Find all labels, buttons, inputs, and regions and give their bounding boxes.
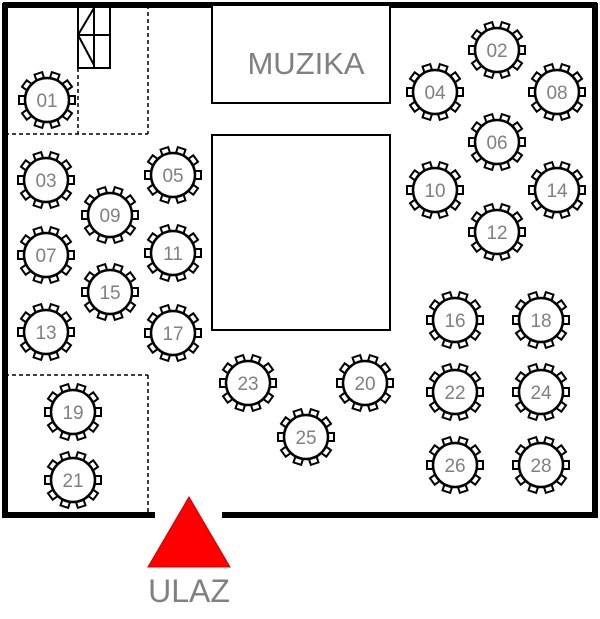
table-circle xyxy=(22,231,70,279)
entrance-arrow-icon xyxy=(147,496,231,568)
table-08[interactable]: 08 xyxy=(528,62,586,122)
table-number: 21 xyxy=(62,471,83,492)
table-28[interactable]: 28 xyxy=(512,435,570,495)
table-number: 23 xyxy=(237,374,258,395)
table-circle xyxy=(533,166,581,214)
table-circle xyxy=(431,296,479,344)
table-12[interactable]: 12 xyxy=(468,202,526,262)
table-circle xyxy=(49,388,97,436)
table-26[interactable]: 26 xyxy=(426,435,484,495)
table-circle xyxy=(282,413,330,461)
table-number: 01 xyxy=(36,91,57,112)
table-circle xyxy=(517,296,565,344)
table-number: 12 xyxy=(486,223,507,244)
table-circle xyxy=(149,151,197,199)
table-21[interactable]: 21 xyxy=(44,450,102,510)
table-circle xyxy=(517,441,565,489)
table-number: 19 xyxy=(62,403,83,424)
table-14[interactable]: 14 xyxy=(528,160,586,220)
table-number: 04 xyxy=(424,83,446,104)
table-circle xyxy=(22,308,70,356)
table-number: 20 xyxy=(354,374,375,395)
table-circle xyxy=(431,441,479,489)
table-number: 26 xyxy=(444,456,465,477)
table-circle xyxy=(149,229,197,277)
table-17[interactable]: 17 xyxy=(144,303,202,363)
table-07[interactable]: 07 xyxy=(17,225,75,285)
table-number: 08 xyxy=(546,83,567,104)
table-circle xyxy=(86,268,134,316)
table-number: 10 xyxy=(424,181,445,202)
table-24[interactable]: 24 xyxy=(512,362,570,422)
table-16[interactable]: 16 xyxy=(426,290,484,350)
table-number: 09 xyxy=(99,206,120,227)
table-circle xyxy=(411,166,459,214)
table-06[interactable]: 06 xyxy=(468,112,526,172)
table-04[interactable]: 04 xyxy=(406,62,464,122)
table-number: 02 xyxy=(486,41,507,62)
table-22[interactable]: 22 xyxy=(426,362,484,422)
zone-dividers xyxy=(5,5,149,515)
table-circle xyxy=(23,76,71,124)
dance-floor xyxy=(211,134,391,331)
table-01[interactable]: 01 xyxy=(18,70,76,130)
table-number: 11 xyxy=(163,244,183,265)
table-19[interactable]: 19 xyxy=(44,382,102,442)
table-20[interactable]: 20 xyxy=(336,353,394,413)
table-number: 17 xyxy=(162,324,183,345)
table-number: 25 xyxy=(295,428,316,449)
table-number: 05 xyxy=(162,166,183,187)
table-03[interactable]: 03 xyxy=(17,150,75,210)
table-05[interactable]: 05 xyxy=(144,145,202,205)
table-15[interactable]: 15 xyxy=(81,262,139,322)
table-09[interactable]: 09 xyxy=(81,185,139,245)
table-number: 03 xyxy=(35,171,56,192)
table-number: 28 xyxy=(530,456,551,477)
table-circle xyxy=(533,68,581,116)
table-circle xyxy=(49,456,97,504)
table-02[interactable]: 02 xyxy=(468,20,526,80)
stage-label: MUZIKA xyxy=(247,46,364,81)
table-number: 24 xyxy=(530,383,552,404)
table-circle xyxy=(22,156,70,204)
table-circle xyxy=(341,359,389,407)
table-circle xyxy=(517,368,565,416)
table-circle xyxy=(86,191,134,239)
table-10[interactable]: 10 xyxy=(406,160,464,220)
table-circle xyxy=(473,118,521,166)
table-number: 14 xyxy=(546,181,568,202)
stage-area xyxy=(211,4,391,104)
table-number: 06 xyxy=(486,133,507,154)
table-number: 15 xyxy=(99,283,120,304)
table-circle xyxy=(431,368,479,416)
stairs-icon xyxy=(77,4,111,69)
entrance-label: ULAZ xyxy=(148,573,230,609)
table-number: 18 xyxy=(530,311,551,332)
table-circle xyxy=(149,309,197,357)
table-23[interactable]: 23 xyxy=(219,353,277,413)
table-number: 22 xyxy=(444,383,465,404)
tables: 01 02 03 04 05 06 07 08 09 10 11 12 13 14 15 16 17 18 19 20… xyxy=(17,20,586,510)
table-circle xyxy=(473,26,521,74)
table-11[interactable]: 11 xyxy=(144,223,202,283)
table-circle xyxy=(473,208,521,256)
table-number: 13 xyxy=(35,323,56,344)
table-circle xyxy=(224,359,272,407)
table-18[interactable]: 18 xyxy=(512,290,570,350)
table-number: 16 xyxy=(444,311,465,332)
table-number: 07 xyxy=(35,246,56,267)
table-25[interactable]: 25 xyxy=(277,407,335,467)
table-circle xyxy=(411,68,459,116)
table-13[interactable]: 13 xyxy=(17,302,75,362)
